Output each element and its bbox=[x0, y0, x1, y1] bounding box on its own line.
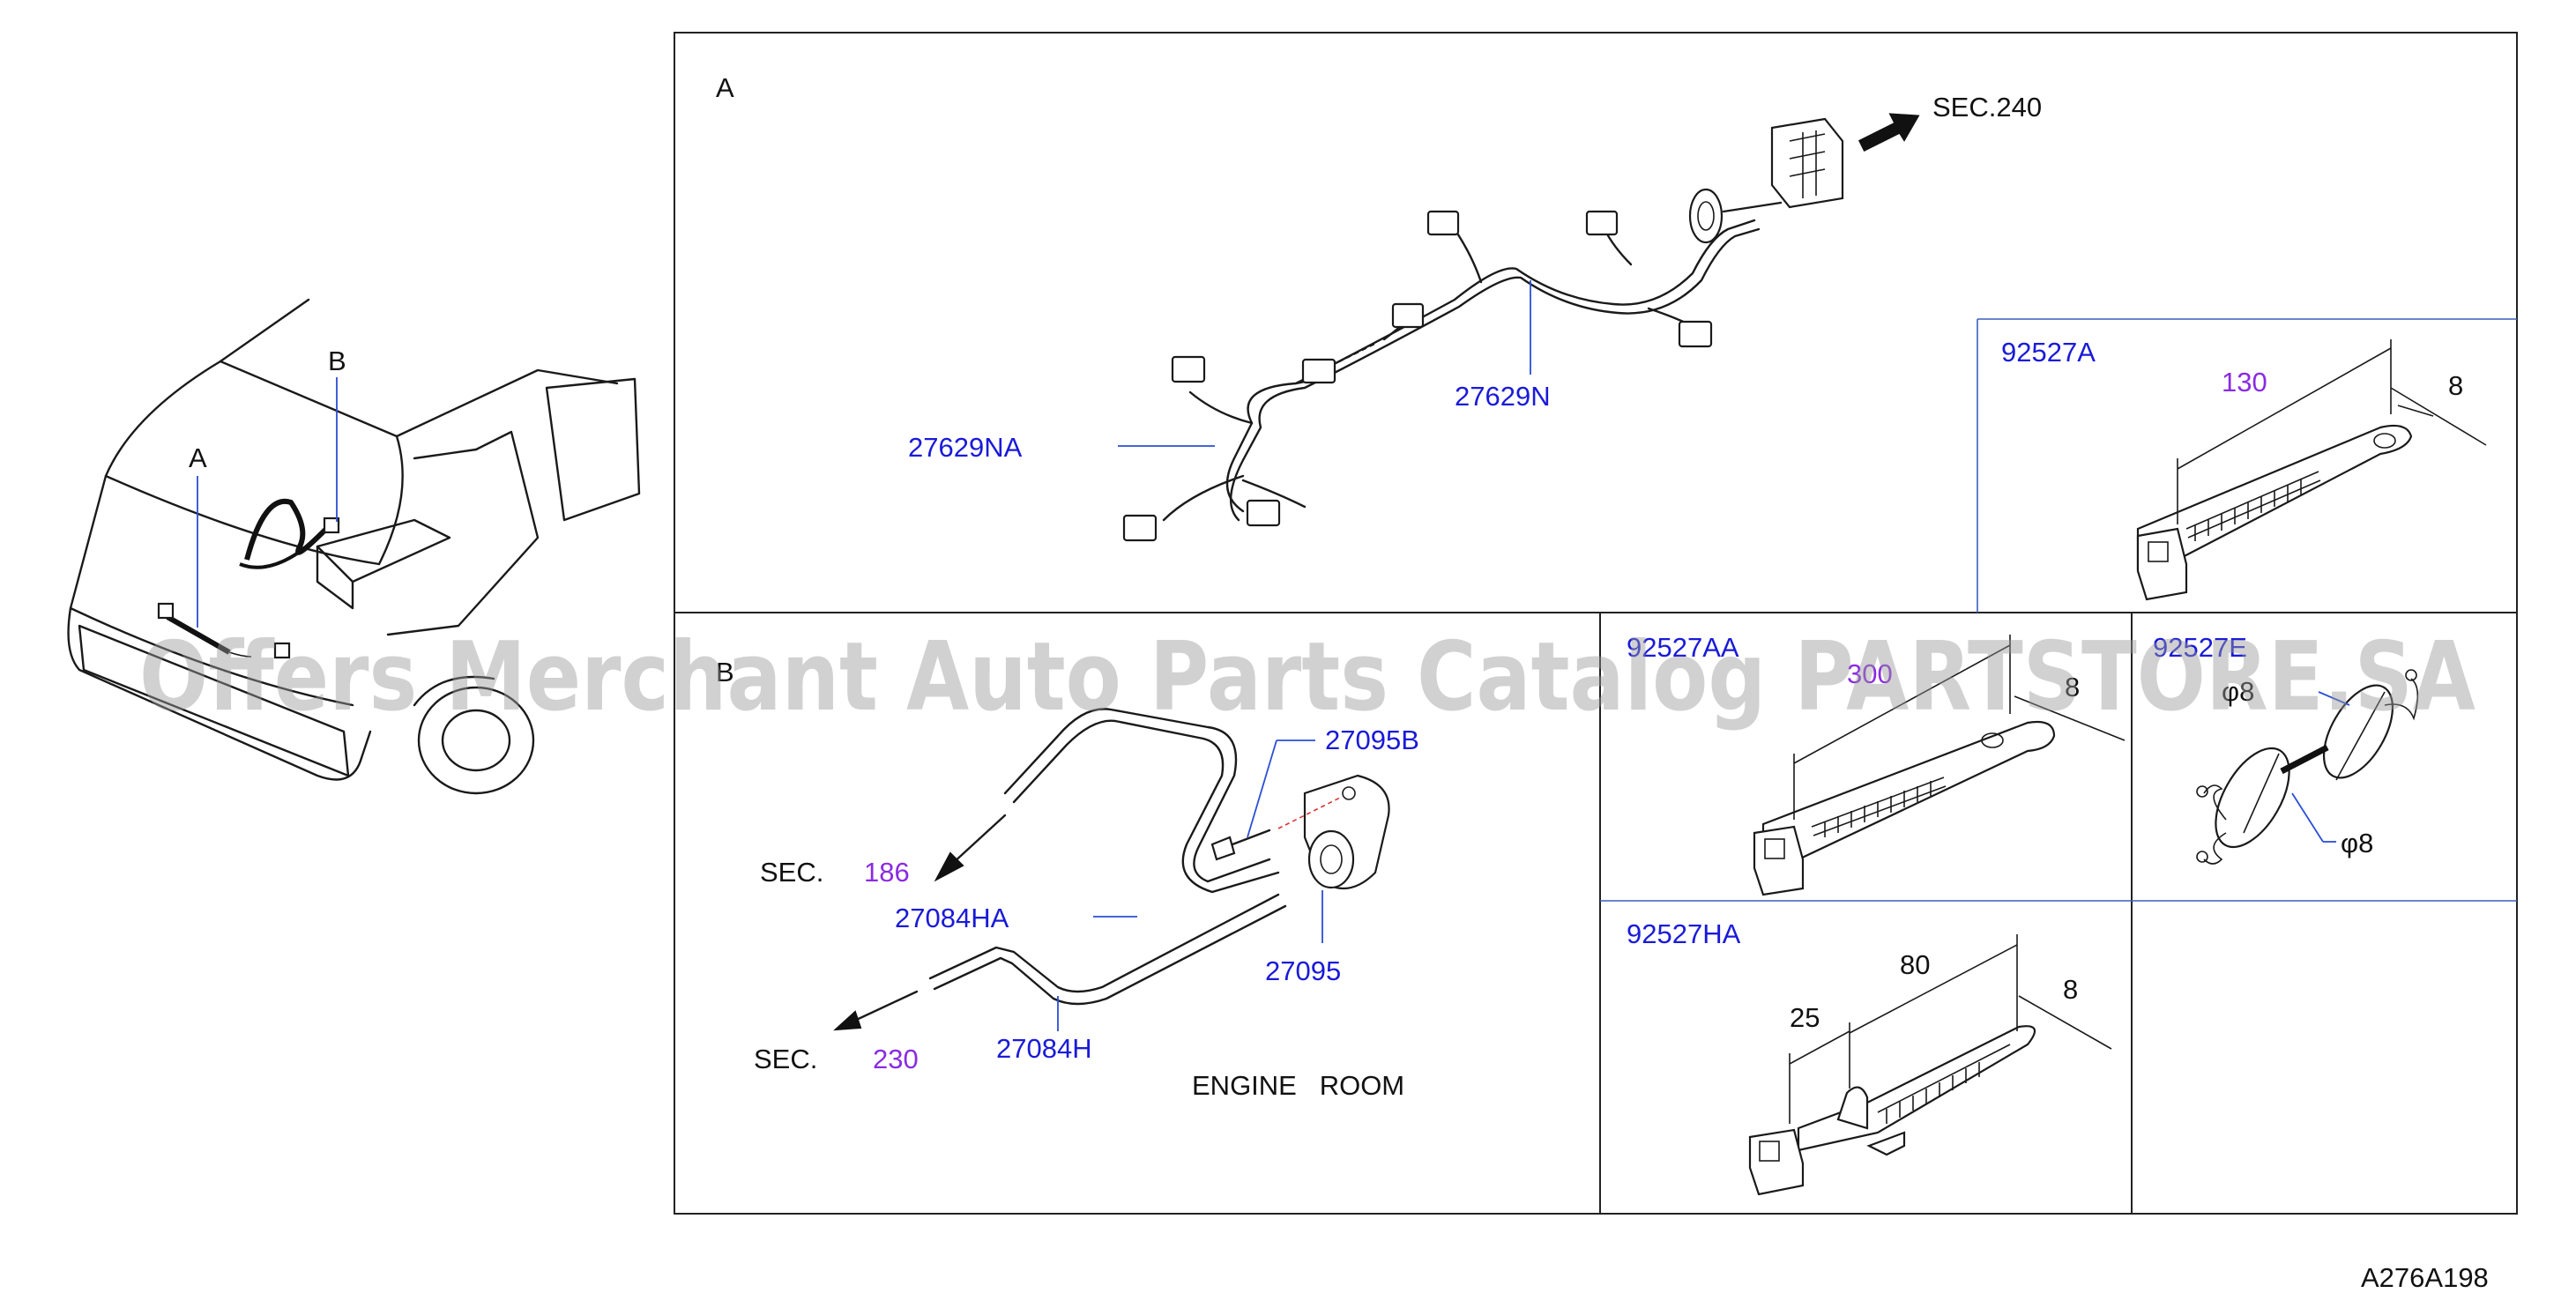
sec-230-prefix: SEC. bbox=[754, 1044, 817, 1074]
vehicle-overview bbox=[67, 298, 641, 795]
part-92527E[interactable]: 92527E bbox=[2153, 632, 2247, 663]
dim-92527HA-length: 80 bbox=[1900, 949, 1930, 980]
part-92527AA[interactable]: 92527AA bbox=[1627, 632, 1739, 663]
engine-room-label: ENGINE ROOM bbox=[1192, 1070, 1404, 1101]
dim-92527HA-width: 8 bbox=[2063, 974, 2078, 1005]
sec-240-ref: SEC.240 bbox=[1932, 92, 2042, 123]
part-27095B[interactable]: 27095B bbox=[1325, 725, 1419, 755]
dim-92527AA-width: 8 bbox=[2065, 672, 2080, 702]
dim-92527AA-length: 300 bbox=[1847, 658, 1893, 689]
wiring-harness-a bbox=[1118, 113, 1920, 542]
part-27095[interactable]: 27095 bbox=[1265, 955, 1341, 986]
clip-92527HA-drawing bbox=[1748, 934, 2112, 1196]
part-27629NA[interactable]: 27629NA bbox=[908, 432, 1023, 463]
dim-92527E-bottom: φ8 bbox=[2341, 828, 2373, 858]
part-27084H[interactable]: 27084H bbox=[996, 1033, 1092, 1064]
dim-92527HA-offset: 25 bbox=[1790, 1002, 1820, 1033]
sec-186-num[interactable]: 186 bbox=[864, 857, 910, 888]
part-27084HA[interactable]: 27084HA bbox=[895, 903, 1009, 933]
panel-b-label: B bbox=[716, 657, 734, 687]
clip-92527A-drawing bbox=[2136, 339, 2487, 601]
part-92527A[interactable]: 92527A bbox=[2001, 337, 2096, 368]
clip-92527AA-drawing bbox=[1753, 635, 2126, 896]
clip-92527E-drawing bbox=[2196, 669, 2419, 865]
frame bbox=[674, 32, 2518, 1215]
part-27629N[interactable]: 27629N bbox=[1455, 381, 1551, 412]
dim-92527A-width: 8 bbox=[2448, 370, 2463, 401]
watermark-text: Offers Merchant Auto Parts Catalog PARTS… bbox=[139, 622, 2475, 732]
part-92527HA[interactable]: 92527HA bbox=[1627, 918, 1741, 949]
sec-230-num[interactable]: 230 bbox=[873, 1044, 919, 1074]
sec-186-prefix: SEC. bbox=[760, 857, 823, 888]
vehicle-label-b: B bbox=[328, 346, 346, 376]
dim-92527A-length: 130 bbox=[2222, 367, 2267, 398]
diagram-id: A276A198 bbox=[2361, 1262, 2489, 1293]
hoses-panel-b bbox=[833, 708, 1390, 1031]
vehicle-label-a: A bbox=[189, 442, 207, 473]
dim-92527E-top: φ8 bbox=[2222, 676, 2254, 707]
panel-a-label: A bbox=[716, 72, 734, 103]
